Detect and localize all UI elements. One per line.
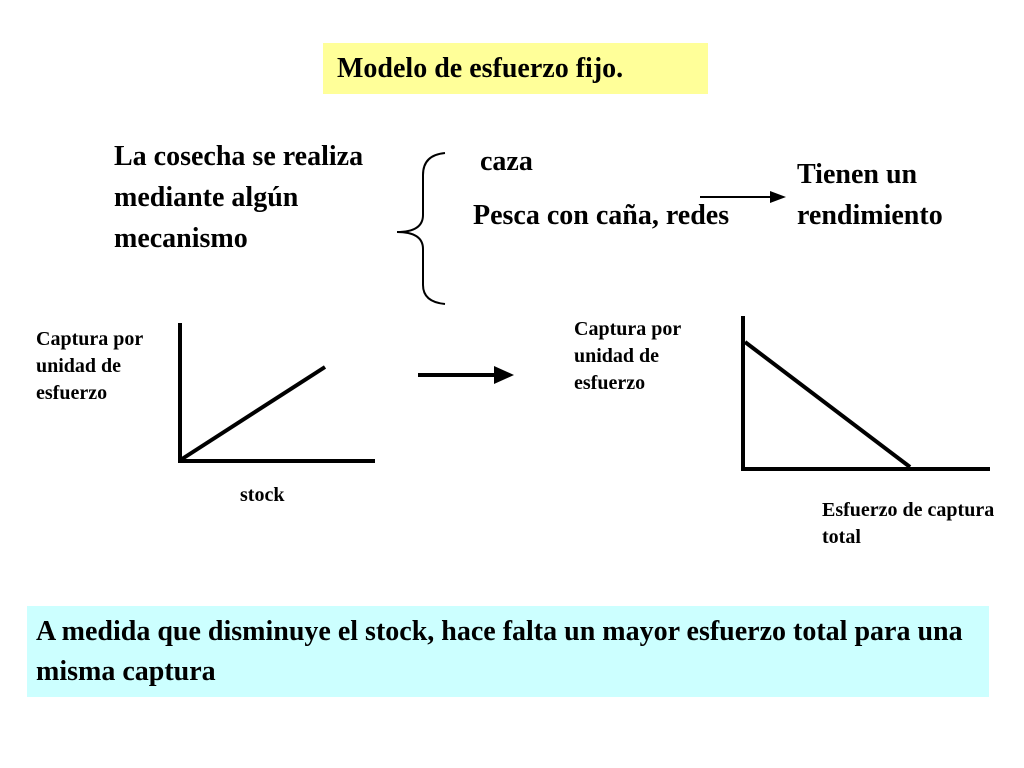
option-caza: caza [480, 146, 533, 177]
slide-title: Modelo de esfuerzo fijo. [337, 53, 624, 84]
arrow-to-result-head [770, 191, 786, 203]
arrow-between-charts-head [494, 366, 514, 384]
chart1-series-line [180, 365, 327, 461]
chart2-y-label: Captura por unidad de esfuerzo [574, 318, 681, 394]
option-pesca: Pesca con caña, redes [473, 200, 730, 231]
chart1-x-label: stock [240, 484, 285, 506]
chart2-x-label: Esfuerzo de captura total [822, 499, 995, 548]
title-box: Modelo de esfuerzo fijo. [323, 43, 708, 94]
conclusion-text: A medida que disminuye el stock, hace fa… [36, 616, 963, 687]
chart1-y-label: Captura por unidad de esfuerzo [36, 328, 143, 404]
chart2-series-line [743, 340, 912, 469]
conclusion-box: A medida que disminuye el stock, hace fa… [27, 606, 989, 697]
result-text: Tienen un rendimiento [797, 159, 943, 231]
harvest-description: La cosecha se realiza mediante algún mec… [114, 141, 364, 254]
curly-brace [396, 152, 446, 305]
